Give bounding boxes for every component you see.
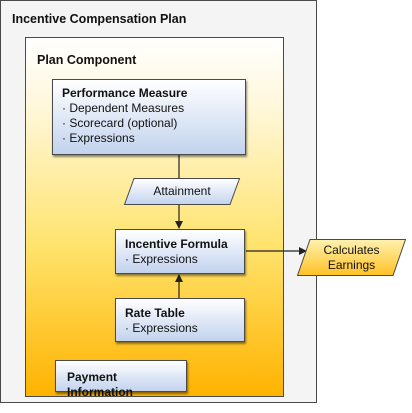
performance-measure-item-scorecard: · Scorecard (optional) xyxy=(62,116,178,130)
calculates-earnings-label: Calculates Earnings xyxy=(323,242,380,272)
performance-measure-title: Performance Measure xyxy=(62,86,188,100)
rate-table-item-expressions: · Expressions xyxy=(125,321,198,335)
calculates-earnings-parallelogram xyxy=(296,239,407,276)
performance-measure-item-dependent-measures: · Dependent Measures xyxy=(62,101,185,115)
incentive-formula-box: Incentive Formula · Expressions xyxy=(115,229,245,274)
incentive-formula-item-expressions: · Expressions xyxy=(125,252,198,266)
rate-table-box: Rate Table · Expressions xyxy=(115,298,245,342)
payment-information-box: Payment Information xyxy=(55,360,187,399)
payment-information-title: Payment Information xyxy=(67,370,133,399)
attainment-parallelogram xyxy=(123,178,241,205)
performance-measure-box: Performance Measure · Dependent Measures… xyxy=(52,79,246,155)
incentive-plan-title: Incentive Compensation Plan xyxy=(12,12,187,26)
attainment-shape: Attainment xyxy=(123,178,241,205)
attainment-label: Attainment xyxy=(153,184,211,198)
calculates-earnings-shape: Calculates Earnings xyxy=(296,239,407,276)
performance-measure-item-expressions: · Expressions xyxy=(62,131,135,145)
rate-table-title: Rate Table xyxy=(125,306,185,320)
plan-component-title: Plan Component xyxy=(37,53,137,67)
incentive-formula-title: Incentive Formula xyxy=(125,237,228,251)
